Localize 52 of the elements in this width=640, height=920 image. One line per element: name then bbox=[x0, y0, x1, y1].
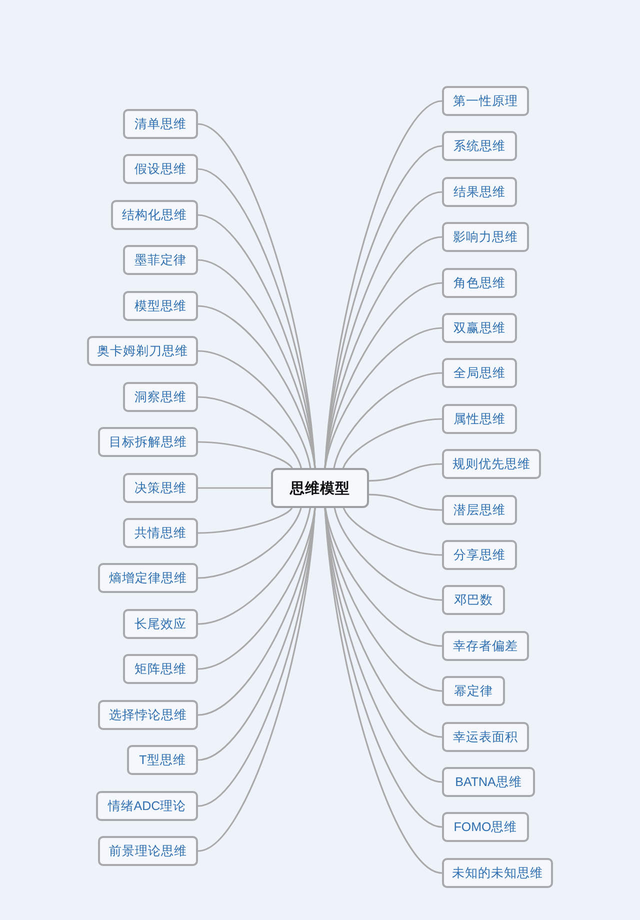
connector-line bbox=[324, 508, 442, 647]
topic-box: BATNA思维 bbox=[442, 767, 535, 797]
connector-line bbox=[198, 507, 293, 534]
topic-box: 潜层思维 bbox=[442, 495, 517, 525]
connector-line bbox=[198, 396, 302, 468]
connector-line bbox=[198, 350, 312, 468]
connector-line bbox=[368, 463, 442, 482]
topic-box: 第一性原理 bbox=[442, 86, 529, 116]
topic-box: 影响力思维 bbox=[442, 222, 529, 252]
topic-box: FOMO思维 bbox=[442, 812, 529, 842]
topic-box: 墨菲定律 bbox=[123, 245, 198, 275]
topic-box: 角色思维 bbox=[442, 268, 517, 298]
topic-box: 结构化思维 bbox=[111, 200, 198, 230]
topic-box: 矩阵思维 bbox=[123, 654, 198, 684]
connector-line bbox=[198, 508, 311, 625]
topic-box: T型思维 bbox=[127, 745, 198, 775]
topic-box: 清单思维 bbox=[123, 109, 198, 139]
topic-box: 系统思维 bbox=[442, 131, 517, 161]
topic-box: 选择悖论思维 bbox=[98, 700, 198, 730]
topic-box: 模型思维 bbox=[123, 291, 198, 321]
topic-box: 奥卡姆剃刀思维 bbox=[87, 336, 198, 366]
topic-box: 决策思维 bbox=[123, 473, 198, 503]
topic-box: 属性思维 bbox=[442, 404, 517, 434]
topic-box: 幸存者偏差 bbox=[442, 631, 529, 661]
topic-box: 假设思维 bbox=[123, 154, 198, 184]
topic-box: 未知的未知思维 bbox=[442, 858, 553, 888]
topic-box: 共情思维 bbox=[123, 518, 198, 548]
connector-line bbox=[198, 508, 302, 579]
connector-line bbox=[333, 372, 442, 468]
connector-line bbox=[198, 441, 293, 469]
connector-line bbox=[334, 508, 442, 601]
topic-box: 双赢思维 bbox=[442, 313, 517, 343]
topic-box: 幂定律 bbox=[442, 676, 505, 706]
topic-box: 长尾效应 bbox=[123, 609, 198, 639]
connector-line bbox=[342, 508, 442, 556]
connector-line bbox=[198, 305, 316, 468]
topic-box: 情绪ADC理论 bbox=[96, 791, 198, 821]
connector-line bbox=[324, 327, 442, 468]
topic-box: 邓巴数 bbox=[442, 585, 505, 615]
topic-box: 目标拆解思维 bbox=[98, 427, 198, 457]
topic-box: 结果思维 bbox=[442, 177, 517, 207]
connector-line bbox=[368, 494, 442, 511]
topic-box: 分享思维 bbox=[442, 540, 517, 570]
topic-box: 熵增定律思维 bbox=[98, 563, 198, 593]
topic-box: 洞察思维 bbox=[123, 382, 198, 412]
topic-box: 幸运表面积 bbox=[442, 722, 529, 752]
central-topic-box: 思维模型 bbox=[271, 468, 369, 508]
topic-box: 全局思维 bbox=[442, 358, 517, 388]
topic-box: 规则优先思维 bbox=[442, 449, 541, 479]
topic-box: 前景理论思维 bbox=[98, 836, 198, 866]
connector-line bbox=[198, 487, 271, 489]
connector-line bbox=[342, 418, 442, 468]
